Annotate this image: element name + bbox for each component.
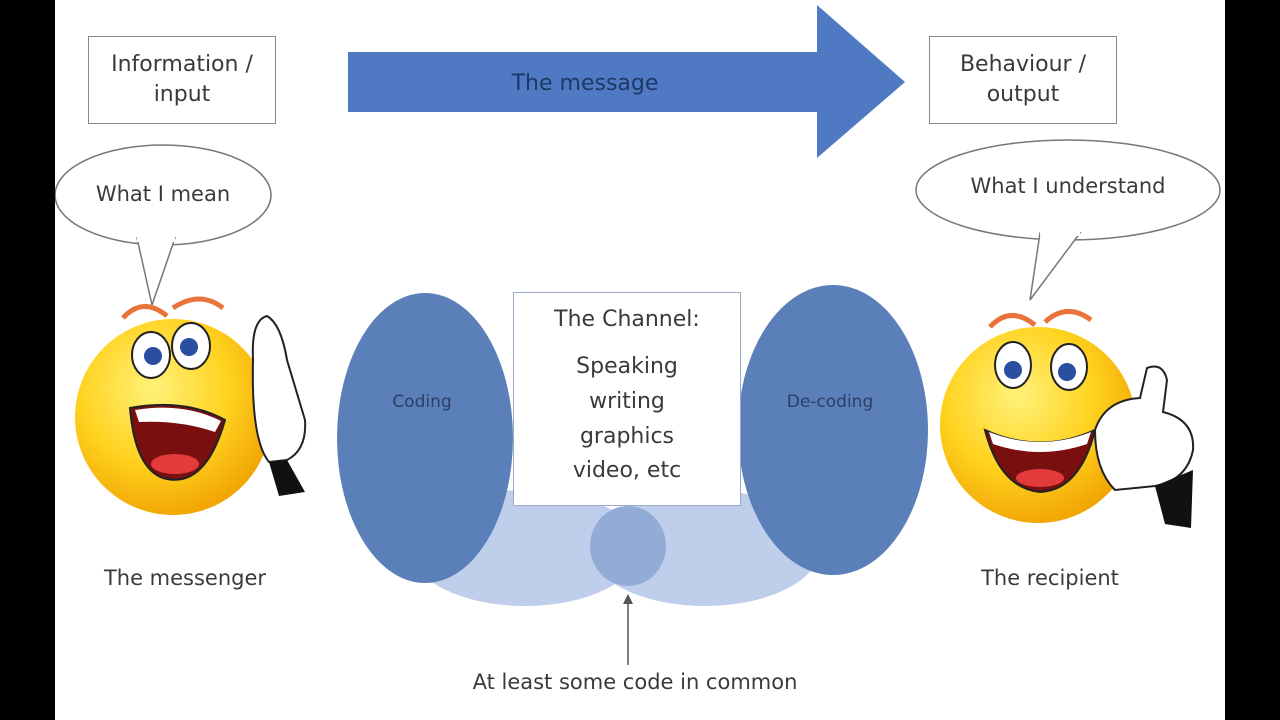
coding-label: Coding bbox=[392, 392, 451, 412]
channel-box: The Channel: Speaking writing graphics v… bbox=[513, 292, 741, 506]
messenger-label: The messenger bbox=[103, 566, 267, 590]
input-box: Information / input bbox=[88, 36, 276, 124]
channel-items: Speaking writing graphics video, etc bbox=[514, 350, 740, 489]
diagram-graphics: Coding De-coding The message bbox=[55, 5, 1221, 665]
recipient-smiley bbox=[940, 309, 1195, 528]
coding-ellipse bbox=[337, 293, 513, 583]
messenger-smiley bbox=[75, 296, 307, 515]
channel-item: writing bbox=[589, 388, 665, 414]
diagram-canvas: Coding De-coding The message Information… bbox=[55, 0, 1225, 720]
sender-bubble-text: What I mean bbox=[95, 182, 231, 206]
message-arrow bbox=[348, 5, 905, 158]
receiver-speech-bubble bbox=[915, 139, 1221, 301]
decoding-ellipse bbox=[738, 285, 928, 575]
sender-speech-bubble bbox=[55, 144, 272, 308]
channel-title: The Channel: bbox=[554, 307, 700, 332]
common-code-label: At least some code in common bbox=[472, 670, 798, 694]
decoding-label: De-coding bbox=[787, 392, 874, 412]
output-box: Behaviour / output bbox=[929, 36, 1117, 124]
receiver-bubble-text: What I understand bbox=[970, 174, 1166, 198]
channel-item: Speaking bbox=[576, 354, 678, 379]
recipient-label: The recipient bbox=[981, 566, 1119, 590]
arrow-label: The message bbox=[511, 71, 659, 96]
channel-item: video, etc bbox=[572, 458, 682, 484]
channel-item: graphics bbox=[579, 423, 675, 449]
